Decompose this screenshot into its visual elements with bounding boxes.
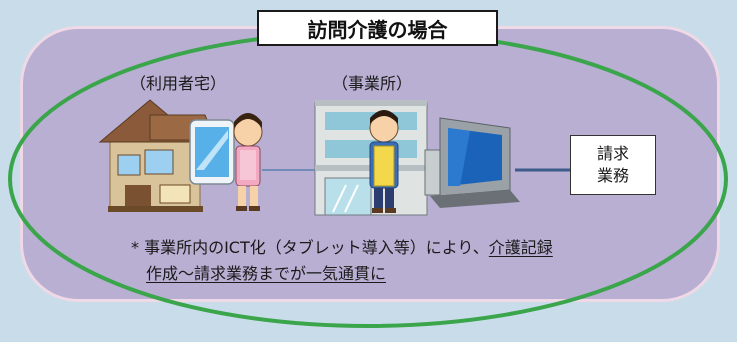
note-bullet: * bbox=[131, 238, 139, 257]
billing-box: 請求 業務 bbox=[570, 135, 656, 195]
billing-line-2: 業務 bbox=[596, 166, 629, 185]
caregiver-icon bbox=[233, 113, 263, 211]
billing-line-1: 請求 bbox=[596, 144, 629, 163]
home-label: （利用者宅） bbox=[130, 74, 227, 93]
tablet-icon bbox=[189, 119, 235, 185]
note-line-2: 作成～請求業務までが一気通貫に bbox=[131, 261, 553, 287]
note-plain: 事業所内のICT化（タブレット導入等）により、 bbox=[139, 238, 489, 257]
office-label: （事業所） bbox=[332, 74, 413, 93]
staff-icon bbox=[369, 110, 399, 213]
computer-icon bbox=[424, 117, 520, 208]
note-line-1: * 事業所内のICT化（タブレット導入等）により、介護記録 bbox=[131, 235, 553, 261]
diagram-title: 訪問介護の場合 bbox=[257, 10, 498, 46]
note-text: * 事業所内のICT化（タブレット導入等）により、介護記録 作成～請求業務までが… bbox=[131, 235, 553, 287]
note-underlined-2: 作成～請求業務までが一気通貫に bbox=[146, 264, 387, 283]
note-underlined-1: 介護記録 bbox=[488, 238, 553, 257]
